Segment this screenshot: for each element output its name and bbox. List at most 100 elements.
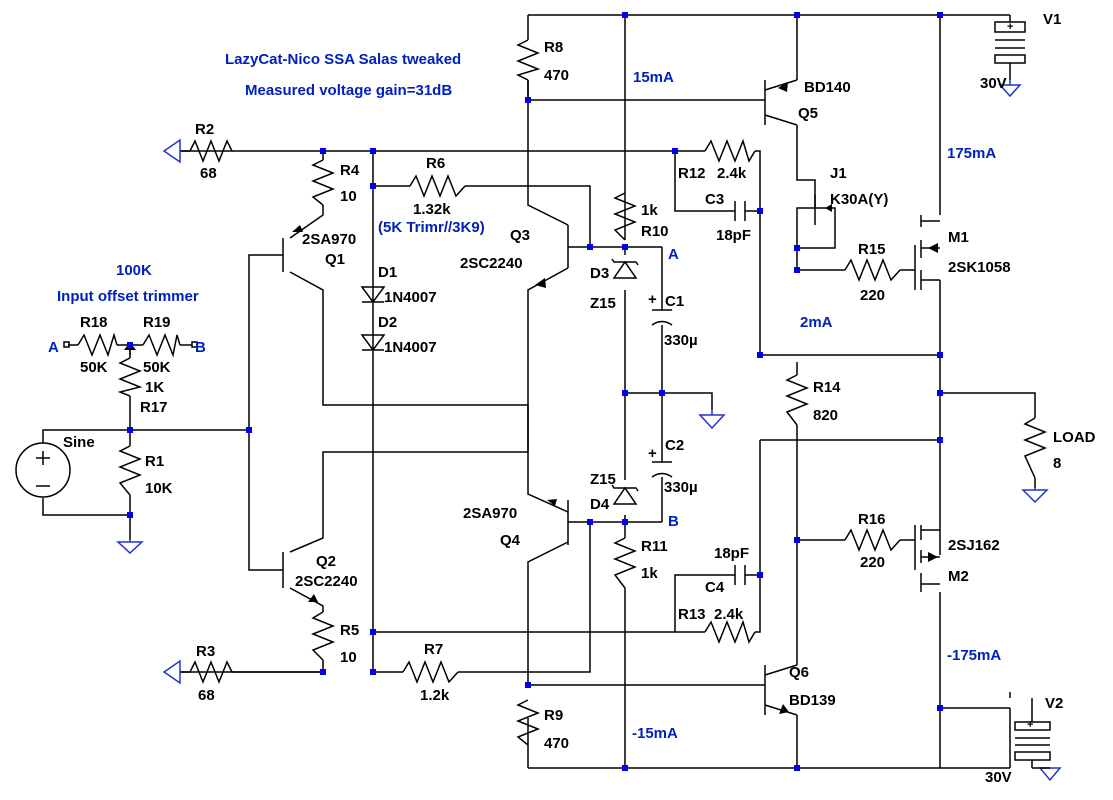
v1-battery	[994, 21, 1026, 64]
sine-source	[15, 442, 71, 498]
r13-value: 2.4k	[714, 606, 744, 623]
q4-name: Q4	[500, 532, 521, 549]
r9-resistor	[515, 699, 541, 746]
annotation-labels: 100K Input offset trimmer (5K Trimr//3K9…	[48, 69, 1001, 742]
ground-icon-v1	[998, 80, 1022, 98]
load-resistor	[1022, 417, 1048, 479]
junction-dot	[659, 390, 665, 396]
r18-resistor	[77, 332, 118, 358]
r6-resistor	[409, 173, 466, 199]
m2-mosfet	[914, 525, 940, 592]
junction-dot	[127, 342, 133, 348]
wiring	[42, 14, 1036, 769]
d2-value: 1N4007	[384, 339, 437, 356]
junction-dot	[622, 244, 628, 250]
i-q6-label: -15mA	[632, 725, 678, 742]
r6-value: 1.32k	[413, 201, 451, 218]
d3-zener	[612, 260, 638, 279]
v2-name: V2	[1045, 695, 1063, 712]
trim-title: Input offset trimmer	[57, 288, 199, 305]
r1-name: R1	[145, 453, 164, 470]
junction-dot	[127, 427, 133, 433]
i-m1-label: 175mA	[947, 145, 996, 162]
r1-resistor	[117, 445, 143, 496]
node-b-label: B	[668, 513, 679, 530]
junction-dot	[622, 390, 628, 396]
i-m2-label: -175mA	[947, 647, 1001, 664]
r12-value: 2.4k	[717, 165, 747, 182]
d4-value: Z15	[590, 471, 616, 488]
r14-value: 820	[813, 407, 838, 424]
transistors	[282, 79, 798, 716]
r7-resistor	[402, 659, 459, 685]
q6-name: Q6	[789, 664, 809, 681]
ground-icon-src	[116, 540, 144, 555]
junction-dot	[937, 437, 943, 443]
c3-name: C3	[705, 191, 724, 208]
r1-value: 10K	[145, 480, 173, 497]
v2-plus: +	[1027, 719, 1033, 731]
v1-value: 30V	[980, 75, 1007, 92]
junction-dot	[370, 629, 376, 635]
junction-dot	[370, 148, 376, 154]
resistors	[77, 39, 1048, 746]
r9-value: 470	[544, 735, 569, 752]
r15-resistor	[844, 257, 901, 283]
r8-value: 470	[544, 67, 569, 84]
r3-resistor	[180, 659, 233, 685]
r19-value: 50K	[143, 359, 171, 376]
junction-dot	[587, 519, 593, 525]
j1-jfet	[814, 195, 832, 225]
ground-icon-out	[698, 410, 726, 430]
ground-icon-v2	[1038, 767, 1062, 782]
j1-name: J1	[830, 165, 847, 182]
v1-name: V1	[1043, 11, 1061, 28]
q1-value: 2SA970	[302, 231, 356, 248]
r8-name: R8	[544, 39, 563, 56]
junction-dot	[937, 352, 943, 358]
q2-name: Q2	[316, 553, 336, 570]
v2-battery	[1014, 721, 1051, 761]
ground-icon-r3	[162, 659, 181, 685]
j1-value: K30A(Y)	[830, 191, 888, 208]
junction-dot	[622, 765, 628, 771]
junction-dot	[370, 183, 376, 189]
m2-value: 2SJ162	[948, 537, 1000, 554]
r6-name: R6	[426, 155, 445, 172]
junction-dot	[937, 12, 943, 18]
junction-dot	[937, 705, 943, 711]
r10-name: R10	[641, 223, 669, 240]
d4-name: D4	[590, 496, 610, 513]
r7-name: R7	[424, 641, 443, 658]
q6-value: BD139	[789, 692, 836, 709]
node-a-label: A	[668, 246, 679, 263]
r10-value: 1k	[641, 202, 658, 219]
r4-name: R4	[340, 162, 360, 179]
m1-value: 2SK1058	[948, 259, 1011, 276]
d1-name: D1	[378, 264, 397, 281]
junction-dot	[622, 12, 628, 18]
title-line-1: LazyCat-Nico SSA Salas tweaked	[225, 51, 461, 68]
r5-name: R5	[340, 622, 359, 639]
d4-zener	[612, 486, 638, 505]
r17-name: R17	[140, 399, 168, 416]
junction-dot	[525, 682, 531, 688]
r10-resistor	[612, 192, 638, 241]
r2-resistor	[180, 138, 233, 164]
component-labels: R2 68 R3 68 R4 10 R5 10 R6 1.32k R7 1.2k…	[63, 11, 1096, 786]
r12-name: R12	[678, 165, 706, 182]
d2-name: D2	[378, 314, 397, 331]
junction-dot	[370, 669, 376, 675]
r16-value: 220	[860, 554, 885, 571]
junction-dot	[794, 12, 800, 18]
c2-name: C2	[665, 437, 684, 454]
m1-mosfet	[914, 215, 940, 290]
i-q5-label: 15mA	[633, 69, 674, 86]
load-value: 8	[1053, 455, 1061, 472]
junction-dot	[794, 765, 800, 771]
c3-plates	[734, 201, 746, 221]
c4-plates	[734, 565, 746, 585]
r15-name: R15	[858, 241, 886, 258]
d1-value: 1N4007	[384, 289, 437, 306]
trim-value: 100K	[116, 262, 152, 279]
